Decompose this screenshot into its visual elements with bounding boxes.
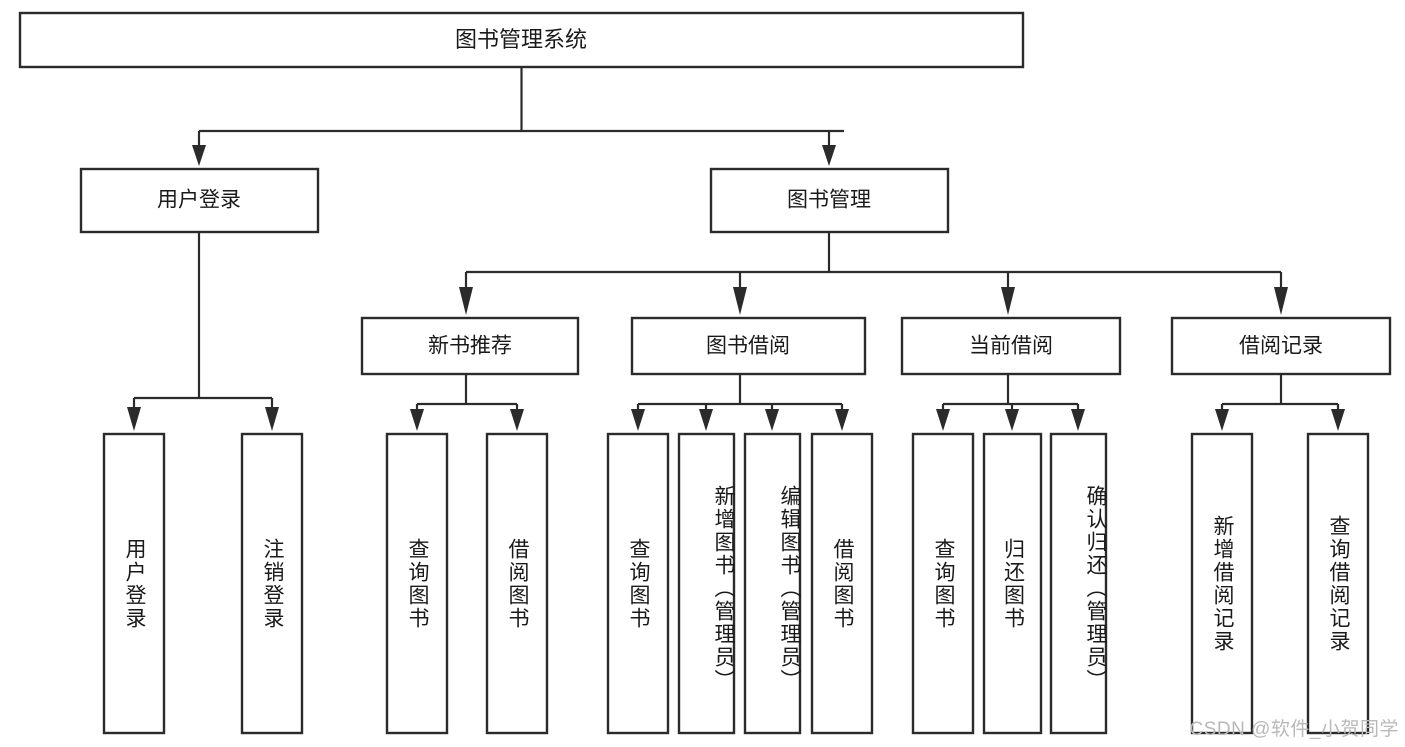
arrow-head-current-borrow <box>1001 287 1015 315</box>
node-current-borrow-box[interactable] <box>900 316 1122 376</box>
leaf-confirm-return-box[interactable] <box>1049 432 1108 735</box>
arrow-head-leaf-add-record <box>1215 409 1229 431</box>
node-borrow-record[interactable]: 借阅记录 <box>1170 316 1392 376</box>
leaf-box-group <box>102 432 1370 735</box>
arrow-head-book-borrow <box>733 287 747 315</box>
watermark-text: CSDN @软件_小贺同学 <box>1189 719 1399 740</box>
node-root[interactable]: 图书管理系统 <box>18 11 1025 69</box>
node-new-book-recommend-label: 新书推荐 <box>428 335 512 358</box>
leaf-logout-box[interactable] <box>240 432 304 735</box>
arrow-head-new-book-recommend <box>459 287 473 315</box>
node-new-book-recommend-box[interactable] <box>360 316 580 376</box>
node-root-box[interactable] <box>18 11 1025 69</box>
connector-group-book-manage-to-level3 <box>459 232 1288 315</box>
connector-group-root-to-level2 <box>192 67 844 166</box>
arrow-head-leaf-confirm-return <box>1071 409 1085 431</box>
leaf-query-book-1-box[interactable] <box>385 432 449 735</box>
node-user-login-label: 用户登录 <box>157 189 241 212</box>
arrow-head-leaf-user-login <box>127 407 141 431</box>
node-user-login-box[interactable] <box>79 167 320 234</box>
node-book-borrow-label: 图书借阅 <box>706 335 790 358</box>
arrow-head-borrow-record <box>1274 287 1288 315</box>
leaf-borrow-book-1-box[interactable] <box>485 432 549 735</box>
leaf-user-login-box[interactable] <box>102 432 166 735</box>
arrow-head-leaf-borrow-book-1 <box>510 409 524 431</box>
node-book-manage[interactable]: 图书管理 <box>709 167 950 234</box>
arrow-head-leaf-borrow-book-2 <box>835 409 849 431</box>
node-root-label: 图书管理系统 <box>455 27 587 52</box>
arrow-head-leaf-query-book-3 <box>936 409 950 431</box>
leaf-return-book-box[interactable] <box>982 432 1043 735</box>
leaf-add-record-box[interactable] <box>1190 432 1254 735</box>
arrow-head-leaf-edit-book <box>765 409 779 431</box>
arrow-head-leaf-query-book-2 <box>631 409 645 431</box>
leaf-borrow-book-2-box[interactable] <box>810 432 874 735</box>
node-current-borrow-label: 当前借阅 <box>969 335 1053 358</box>
arrow-head-leaf-query-book-1 <box>410 409 424 431</box>
connector-group-new-book-recommend-to-leaves <box>410 374 524 431</box>
node-borrow-record-label: 借阅记录 <box>1239 335 1323 358</box>
connector-group-user-login-to-leaves <box>127 232 279 431</box>
connector-group-book-borrow-to-leaves <box>631 374 849 431</box>
leaf-edit-book-box[interactable] <box>743 432 802 735</box>
node-new-book-recommend[interactable]: 新书推荐 <box>360 316 580 376</box>
arrow-head-leaf-return-book <box>1005 409 1019 431</box>
node-current-borrow[interactable]: 当前借阅 <box>900 316 1122 376</box>
leaf-query-book-2-box[interactable] <box>606 432 670 735</box>
connector-group-current-borrow-to-leaves <box>936 374 1085 431</box>
arrow-head-to-book-manage <box>822 145 836 166</box>
arrow-head-leaf-query-record <box>1331 409 1345 431</box>
leaf-query-record-box[interactable] <box>1306 432 1370 735</box>
arrow-head-leaf-add-book <box>699 409 713 431</box>
arrow-head-to-user-login <box>192 145 206 166</box>
node-book-manage-label: 图书管理 <box>787 189 871 212</box>
connector-group-borrow-record-to-leaves <box>1215 374 1345 431</box>
node-user-login[interactable]: 用户登录 <box>79 167 320 234</box>
leaf-query-book-3-box[interactable] <box>911 432 975 735</box>
node-book-manage-box[interactable] <box>709 167 950 234</box>
node-book-borrow-box[interactable] <box>630 316 867 376</box>
node-borrow-record-box[interactable] <box>1170 316 1392 376</box>
leaf-add-book-box[interactable] <box>677 432 736 735</box>
node-book-borrow[interactable]: 图书借阅 <box>630 316 867 376</box>
arrow-head-leaf-logout <box>265 407 279 431</box>
